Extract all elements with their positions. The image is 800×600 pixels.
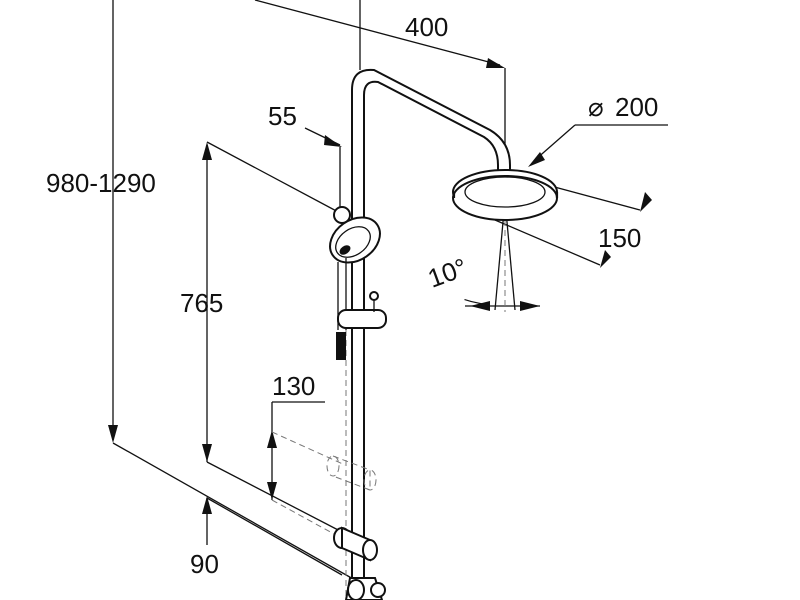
- adjustable-bracket-outline: [326, 455, 377, 491]
- wall-bracket-and-outlet: [333, 526, 386, 600]
- hand-shower-holder: [337, 291, 387, 329]
- bottom-offset-label: 90: [190, 549, 219, 579]
- overhead-shower-head: [452, 169, 559, 221]
- head-diameter-symbol: ⌀: [588, 92, 604, 122]
- shower-riser-rail: [345, 68, 511, 600]
- head-height-label: 150: [598, 223, 641, 253]
- hand-shower-height-label: 765: [180, 288, 223, 318]
- rail-offset-label: 55: [268, 101, 297, 131]
- head-diameter-label: 200: [615, 92, 658, 122]
- arm-length-label: 400: [405, 12, 448, 42]
- bracket-spacing-label: 130: [272, 371, 315, 401]
- total-height-label: 980-1290: [46, 168, 156, 198]
